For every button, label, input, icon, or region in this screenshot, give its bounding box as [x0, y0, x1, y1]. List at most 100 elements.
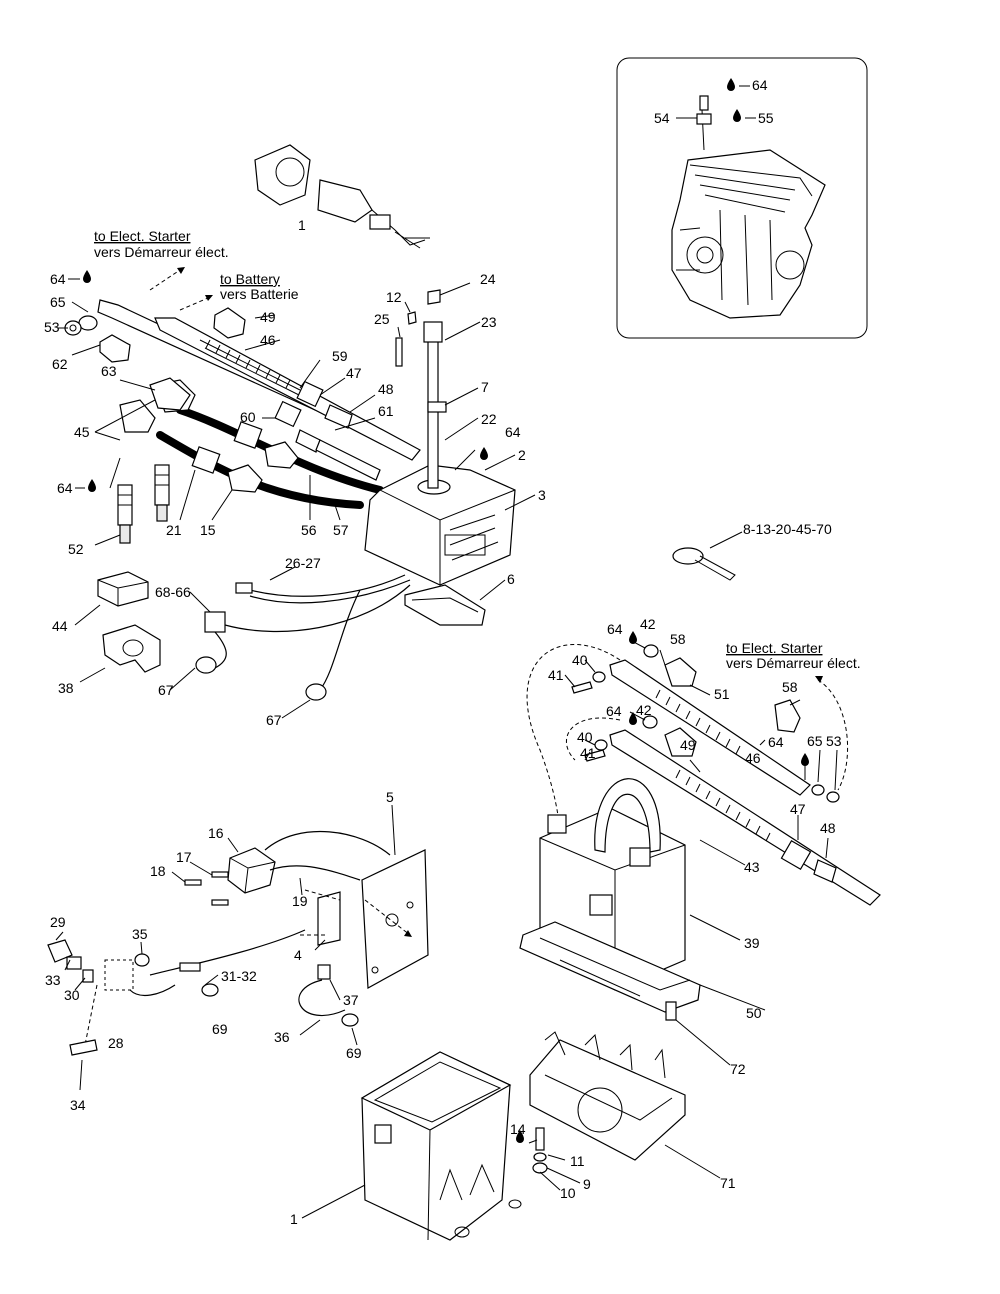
- callout: 12: [386, 289, 402, 305]
- callout: 41: [548, 667, 564, 683]
- callout: 26-27: [285, 555, 321, 571]
- callout: 44: [52, 618, 68, 634]
- callout: 68-66: [155, 584, 191, 600]
- callout: 51: [714, 686, 730, 702]
- callout: 46: [260, 332, 276, 348]
- callout: 5: [386, 789, 394, 805]
- note-starter-left-fr: vers Démarreur élect.: [94, 244, 229, 260]
- callout: 40: [577, 729, 593, 745]
- callout: 38: [58, 680, 74, 696]
- callout: 67: [158, 682, 174, 698]
- cable-tie-drawing: [672, 531, 743, 581]
- note-battery: to Battery vers Batterie: [179, 271, 299, 311]
- battery-cables-drawing: [526, 644, 881, 906]
- callout: 42: [640, 616, 656, 632]
- note-starter-right: to Elect. Starter vers Démarreur élect.: [726, 640, 861, 671]
- sealant-drop-icon: [733, 109, 741, 122]
- note-battery-fr: vers Batterie: [220, 286, 299, 302]
- note-starter-right-fr: vers Démarreur élect.: [726, 655, 861, 671]
- engine-inset: 64 54 55: [616, 57, 868, 339]
- callout: 53: [44, 319, 60, 335]
- callout: 47: [790, 801, 806, 817]
- callout: 49: [680, 737, 696, 753]
- callout: 2: [518, 447, 526, 463]
- fuse-holder-drawing: [47, 929, 306, 1056]
- holder-drawing: [102, 624, 161, 673]
- callout: 22: [481, 411, 497, 427]
- drop-icon: [629, 631, 637, 644]
- callout: 28: [108, 1035, 124, 1051]
- battery-box-drawing: [360, 1051, 548, 1241]
- callout: 60: [240, 409, 256, 425]
- callout: 34: [70, 1097, 86, 1113]
- oil-drop-icon: [727, 78, 735, 91]
- sensor-wiring-drawing: [195, 574, 411, 701]
- callout: 65: [807, 733, 823, 749]
- note-starter-right-en: to Elect. Starter: [726, 640, 823, 656]
- callout: 63: [101, 363, 117, 379]
- callout: 72: [730, 1061, 746, 1077]
- callout: 65: [50, 294, 66, 310]
- inset-frame: [616, 57, 868, 339]
- inset-callout-64: 64: [752, 77, 768, 93]
- callout: 3: [538, 487, 546, 503]
- callout: 62: [52, 356, 68, 372]
- callout: 59: [332, 348, 348, 364]
- callout: 35: [132, 926, 148, 942]
- battery-tray-drawing: [519, 921, 701, 1013]
- callout: 61: [378, 403, 394, 419]
- drop-icon: [88, 479, 96, 492]
- callouts: 64 65 53 62 63 45 64 52 21 15 56 57 49 4…: [44, 271, 842, 1227]
- callout: 18: [150, 863, 166, 879]
- callout: 31-32: [221, 968, 257, 984]
- callout: 64: [607, 621, 623, 637]
- leader-lines: [55, 282, 838, 1219]
- callout: 46: [745, 750, 761, 766]
- callout-1-top: 1: [298, 217, 306, 233]
- callout: 10: [560, 1185, 576, 1201]
- callout: 45: [74, 424, 90, 440]
- drop-icon: [801, 753, 809, 766]
- callout: 69: [212, 1021, 228, 1037]
- inset-callout-54: 54: [654, 110, 670, 126]
- oil-drops: [83, 270, 809, 1143]
- note-starter-left: to Elect. Starter vers Démarreur élect.: [94, 228, 229, 291]
- callout: 47: [346, 365, 362, 381]
- callout: 64: [57, 480, 73, 496]
- callout: 40: [572, 652, 588, 668]
- callout: 29: [50, 914, 66, 930]
- callout: 4: [294, 947, 302, 963]
- callout: 42: [636, 702, 652, 718]
- callout: 64: [768, 734, 784, 750]
- callout: 1: [290, 1211, 298, 1227]
- callout: 67: [266, 712, 282, 728]
- callout: 58: [782, 679, 798, 695]
- callout: 48: [378, 381, 394, 397]
- callout: 11: [570, 1153, 585, 1169]
- callout: 6: [507, 571, 515, 587]
- callout: 50: [746, 1005, 762, 1021]
- callout: 49: [260, 309, 276, 325]
- drop-icon: [480, 447, 488, 460]
- bracket-6-drawing: [404, 584, 486, 626]
- callout: 15: [200, 522, 216, 538]
- support-drawing: [529, 1001, 686, 1161]
- spark-plugs: [117, 464, 170, 544]
- callout: 23: [481, 314, 497, 330]
- callout: 21: [166, 522, 182, 538]
- callout: 30: [64, 987, 80, 1003]
- callout: 43: [744, 859, 760, 875]
- starter-motor-drawing: [254, 144, 430, 249]
- callout: 17: [176, 849, 192, 865]
- callout: 71: [720, 1175, 736, 1191]
- inset-callout-55: 55: [758, 110, 774, 126]
- callout: 36: [274, 1029, 290, 1045]
- callout: 24: [480, 271, 496, 287]
- callout: 56: [301, 522, 317, 538]
- callout: 41: [580, 745, 596, 761]
- callout: 19: [292, 893, 308, 909]
- solenoid-drawing: [184, 830, 391, 906]
- note-starter-left-en: to Elect. Starter: [94, 228, 191, 244]
- callout: 64: [606, 703, 622, 719]
